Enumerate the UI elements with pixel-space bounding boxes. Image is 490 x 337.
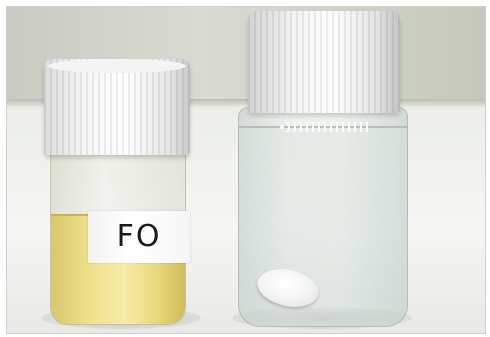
cap-top — [48, 59, 186, 73]
vial-label: FO — [88, 211, 190, 263]
table-edge — [7, 99, 485, 107]
photo: FO — [6, 6, 486, 334]
vial-clear — [226, 11, 408, 329]
vial-glass — [238, 107, 408, 327]
surface-bubbles — [279, 122, 369, 132]
vial-label-text: FO — [116, 219, 162, 254]
vial-cap — [44, 59, 190, 155]
vial-cap — [248, 11, 400, 113]
vial-fo: FO — [44, 59, 190, 329]
